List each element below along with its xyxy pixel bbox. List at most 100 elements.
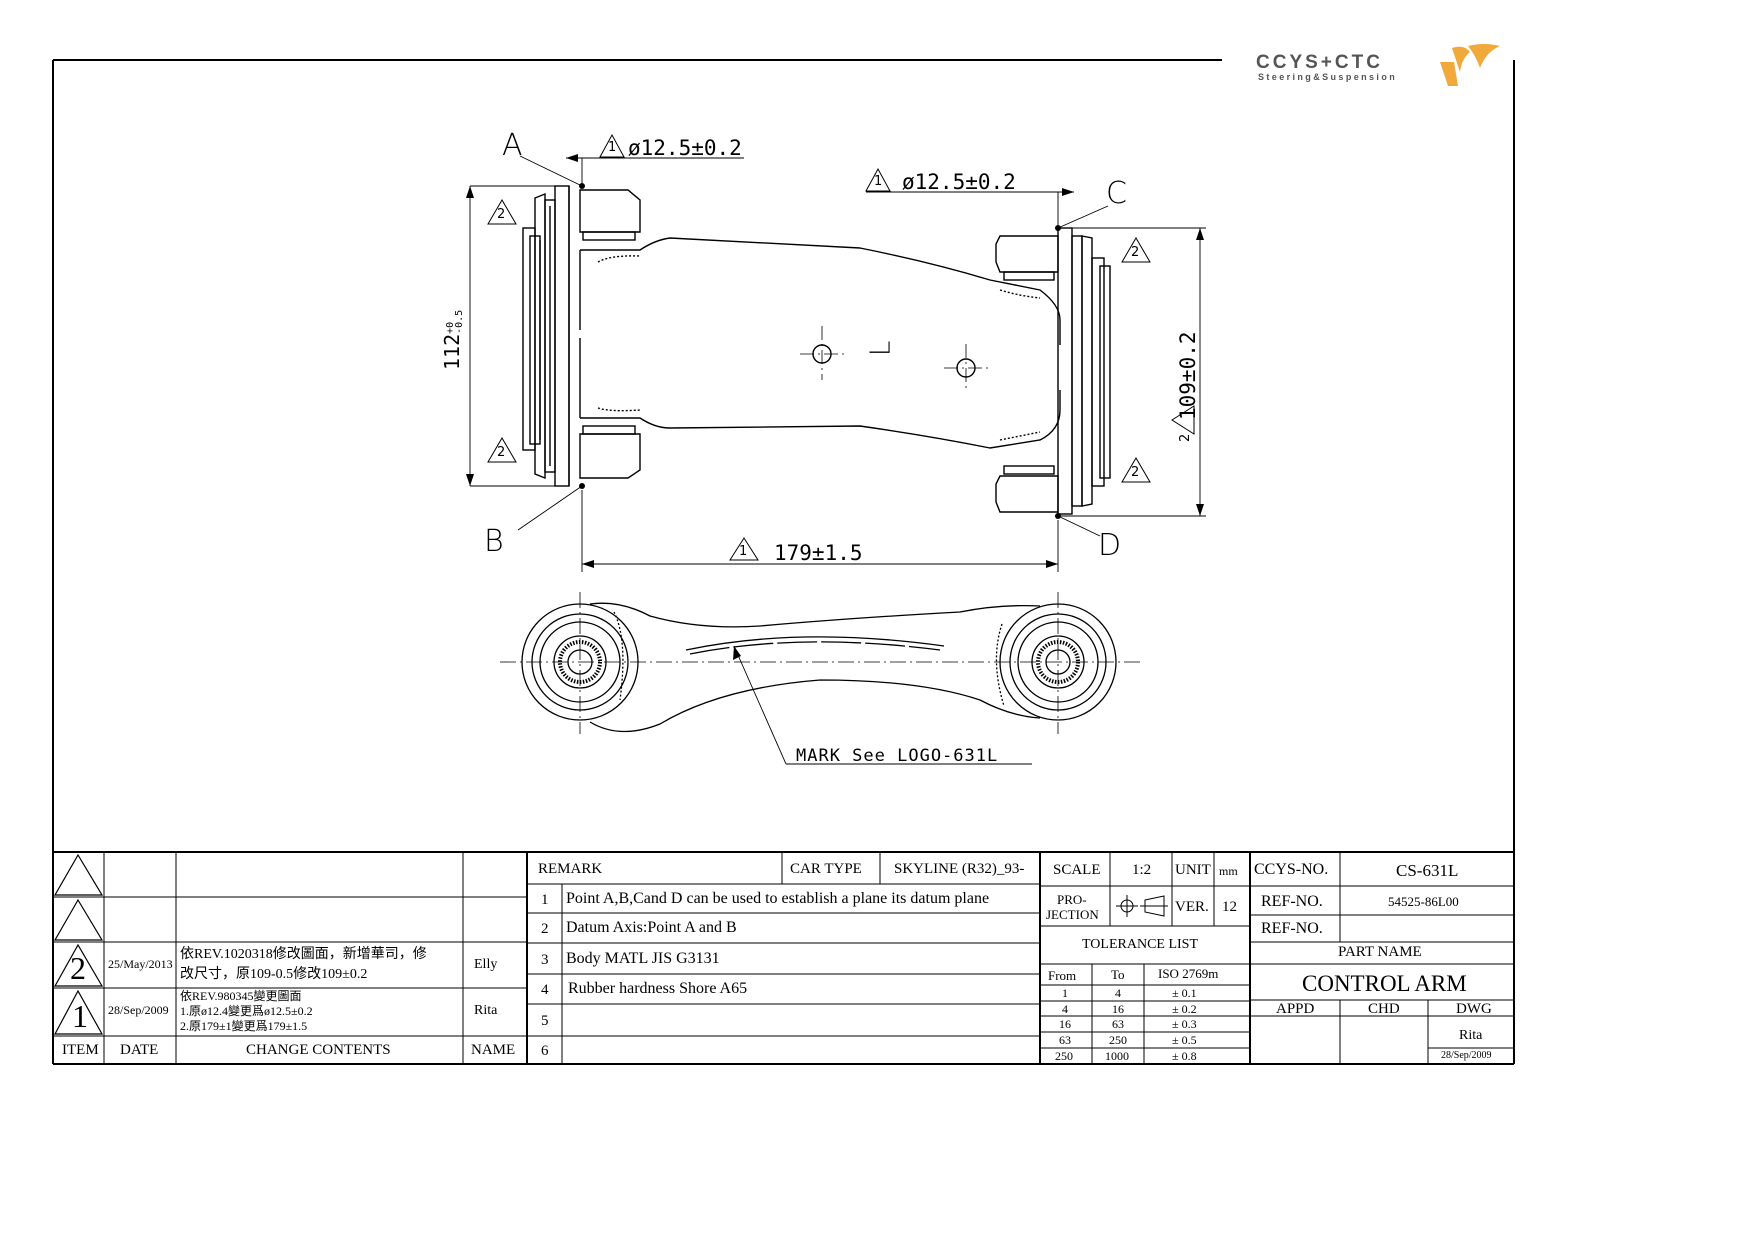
logo-emblem-icon <box>1440 44 1500 86</box>
projection-label-1: PRO- <box>1057 892 1087 907</box>
tol-iso-header: ISO 2769m <box>1158 966 1219 981</box>
dimension-arrows <box>466 154 1204 568</box>
projection-label-2: JECTION <box>1046 907 1099 922</box>
ccys-no-value: CS-631L <box>1396 861 1459 880</box>
tol-row-3-from: 16 <box>1059 1017 1071 1031</box>
ref-no-value-1: 54525-86L00 <box>1388 894 1459 909</box>
point-d-label: D <box>1098 528 1122 563</box>
appd-label: APPD <box>1276 1001 1315 1017</box>
technical-drawing <box>52 59 1515 1065</box>
remark-4-no: 4 <box>541 982 549 998</box>
rev1-tag-c: 1 <box>874 174 883 189</box>
car-type-label: CAR TYPE <box>790 861 862 877</box>
sheet-border <box>52 59 1515 1065</box>
rev1-tag-a: 1 <box>608 140 617 155</box>
tol-row-3-to: 63 <box>1112 1017 1124 1031</box>
dwg-label: DWG <box>1456 1001 1492 1017</box>
rev2-change-line1: 依REV.1020318修改圖面，新增華司，修 <box>180 947 427 962</box>
left-height-value: 112 <box>440 333 464 370</box>
logo-brand: CCYS+CTC <box>1256 52 1383 73</box>
part-name-value: CONTROL ARM <box>1302 971 1467 996</box>
unit-label: UNIT <box>1175 862 1211 878</box>
tolerance-title: TOLERANCE LIST <box>1082 937 1199 952</box>
part-name-label: PART NAME <box>1338 944 1422 960</box>
hole-a-dimension: ø12.5±0.2 <box>628 136 742 160</box>
mark-note: MARK See LOGO-631L <box>796 746 999 766</box>
right-height-dimension: 109±0.2 <box>1176 331 1200 420</box>
remark-1-no: 1 <box>541 892 549 908</box>
logo-tagline: Steering&Suspension <box>1258 72 1398 82</box>
rev2-tag-tr: 2 <box>1131 245 1140 260</box>
rev1-item: 1 <box>72 998 88 1034</box>
tol-row-4-from: 63 <box>1059 1033 1071 1047</box>
rev2-tag-br: 2 <box>1131 465 1140 480</box>
rev2-tag-tl: 2 <box>497 207 506 222</box>
chd-label: CHD <box>1368 1001 1400 1017</box>
tol-row-1-tol: ± 0.1 <box>1172 986 1197 1000</box>
rev1-date: 28/Sep/2009 <box>108 1003 169 1017</box>
side-view-center-lines <box>500 592 1140 734</box>
length-dimension: 179±1.5 <box>774 541 863 565</box>
control-arm-side-view <box>521 602 1117 733</box>
remark-2-no: 2 <box>541 921 549 937</box>
tol-row-2-from: 4 <box>1062 1002 1068 1016</box>
tol-to-header: To <box>1111 967 1125 982</box>
tol-from-header: From <box>1048 968 1077 983</box>
revision-triangles <box>487 133 1195 561</box>
rev2-date: 25/May/2013 <box>108 957 173 971</box>
company-logo: CCYS+CTC Steering&Suspension <box>1256 42 1506 92</box>
rev1-change-line2: 1.原ø12.4變更爲ø12.5±0.2 <box>180 1004 313 1018</box>
rev2-tag-right-height: 2 <box>1178 433 1193 442</box>
left-height-tol-lower: -0.5 <box>454 309 466 334</box>
rev2-change-line2: 改尺寸，原109-0.5修改109±0.2 <box>180 967 368 982</box>
datum-points <box>579 183 1061 519</box>
remark-1-text: Point A,B,Cand D can be used to establis… <box>566 890 990 907</box>
tol-row-5-from: 250 <box>1055 1049 1073 1063</box>
remark-6-no: 6 <box>541 1043 549 1059</box>
side-mark-label: L <box>863 340 897 357</box>
change-header: CHANGE CONTENTS <box>246 1042 391 1058</box>
name-header: NAME <box>471 1042 516 1058</box>
rev1-name: Rita <box>474 1003 498 1018</box>
tol-row-1-to: 4 <box>1115 986 1121 1000</box>
remark-5-no: 5 <box>541 1013 549 1029</box>
title-revision-triangles <box>53 853 104 1035</box>
ref-no-label-1: REF-NO. <box>1261 893 1323 910</box>
remark-3-text: Body MATL JIS G3131 <box>566 950 720 967</box>
left-height-tolerance: +0-0.5 <box>445 309 466 334</box>
rev2-item: 2 <box>70 950 86 986</box>
tol-row-4-to: 250 <box>1109 1033 1127 1047</box>
tol-row-2-tol: ± 0.2 <box>1172 1002 1197 1016</box>
ver-label: VER. <box>1175 899 1209 915</box>
scale-value: 1:2 <box>1132 862 1152 878</box>
rev2-name: Elly <box>474 957 498 972</box>
unit-value: mm <box>1219 864 1238 878</box>
tol-row-1-from: 1 <box>1062 986 1068 1000</box>
ref-no-label-2: REF-NO. <box>1261 920 1323 937</box>
dwg-date: 28/Sep/2009 <box>1441 1050 1492 1061</box>
ccys-no-label: CCYS-NO. <box>1254 861 1329 878</box>
tol-row-4-tol: ± 0.5 <box>1172 1033 1197 1047</box>
dwg-name: Rita <box>1459 1028 1483 1043</box>
tol-row-5-tol: ± 0.8 <box>1172 1049 1197 1063</box>
remark-label: REMARK <box>538 861 603 877</box>
rev2-tag-bl: 2 <box>497 445 506 460</box>
ver-value: 12 <box>1222 899 1237 915</box>
point-b-label: B <box>484 524 504 559</box>
mark-leader <box>733 645 1032 765</box>
date-header: DATE <box>120 1042 159 1058</box>
center-lines <box>800 326 990 392</box>
car-type-value: SKYLINE (R32)_93- <box>894 861 1025 877</box>
tol-row-5-to: 1000 <box>1105 1049 1129 1063</box>
tol-row-3-tol: ± 0.3 <box>1172 1017 1197 1031</box>
left-height-dimension: 112+0-0.5 <box>440 290 466 370</box>
scale-label: SCALE <box>1053 862 1101 878</box>
remark-4-text: Rubber hardness Shore A65 <box>568 980 748 997</box>
remark-2-text: Datum Axis:Point A and B <box>566 919 737 936</box>
dimension-lines <box>469 155 1206 572</box>
item-header: ITEM <box>62 1042 99 1058</box>
rev1-tag-length: 1 <box>739 544 748 559</box>
remark-3-no: 3 <box>541 952 549 968</box>
projection-symbol-icon <box>1116 895 1168 917</box>
tol-row-2-to: 16 <box>1112 1002 1124 1016</box>
